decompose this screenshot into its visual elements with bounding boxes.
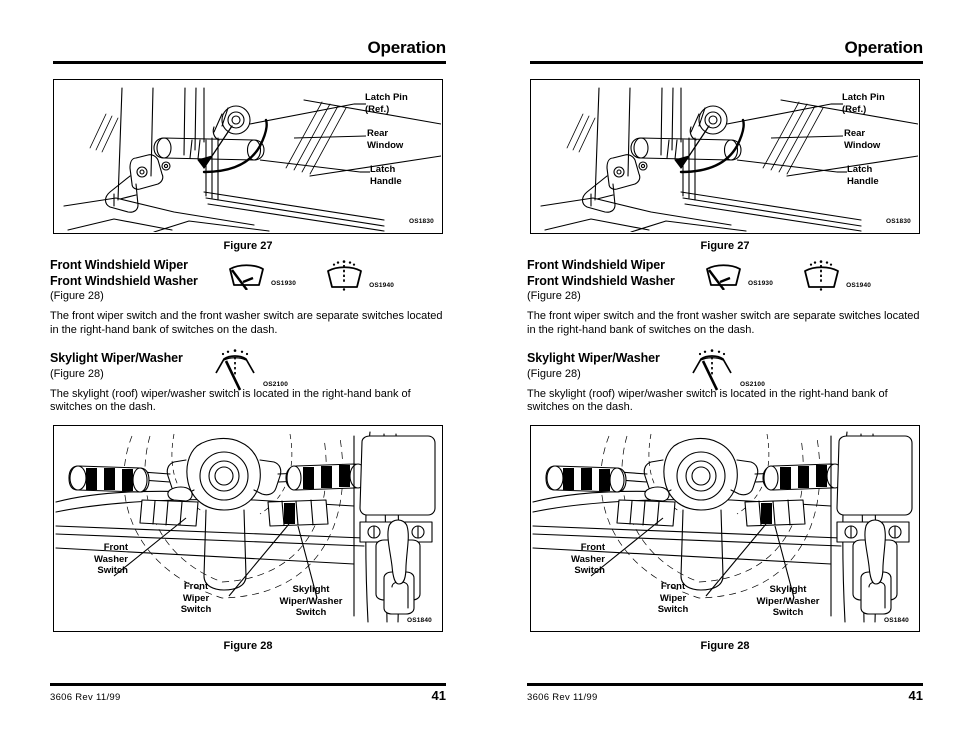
callout-front-washer-switch: Front Washer Switch [94, 542, 128, 576]
figure-27-code: OS1830 [408, 218, 434, 225]
header-divider [53, 61, 446, 64]
wiper-symbol [229, 264, 264, 290]
skylight-wiper-washer-symbol [215, 349, 255, 391]
figure-28-caption: Figure 28 [700, 640, 750, 652]
page-footer: 3606 Rev 11/99 41 [527, 683, 923, 703]
body-content: Front Windshield Wiper Front Windshield … [50, 258, 446, 415]
skylight-body-text: The skylight (roof) wiper/washer switch … [50, 387, 411, 414]
page-footer: 3606 Rev 11/99 41 [50, 683, 446, 703]
document-id: 3606 Rev 11/99 [50, 692, 121, 703]
callout-front-wiper-switch: Front Wiper Switch [657, 581, 689, 615]
skylight-symbols: OS2100 [210, 349, 288, 391]
page-number: 41 [431, 688, 446, 703]
wiper-symbol-code: OS1930 [271, 280, 297, 287]
skylight-symbol-item: OS2100 [210, 349, 288, 391]
document-id: 3606 Rev 11/99 [527, 692, 598, 703]
washer-symbol-code: OS1940 [369, 282, 395, 289]
skylight-symbol-code: OS2100 [263, 381, 289, 388]
callout-latch-handle: Latch Handle [847, 164, 879, 187]
callout-skylight-wiper-washer-switch: Skylight Wiper/Washer Switch [756, 584, 820, 618]
skylight-body-text: The skylight (roof) wiper/washer switch … [527, 387, 888, 414]
wiper-symbol-item: OS1930 [226, 260, 296, 290]
wiper-symbol [706, 264, 741, 290]
wiper-symbol-item: OS1930 [703, 260, 773, 290]
page-title: Operation [844, 38, 924, 57]
figure-28-code: OS1840 [406, 617, 432, 624]
figure-27-illustration: Latch Pin (Ref.) Rear Window Latch Handl… [53, 79, 443, 234]
windshield-heading-line1: Front Windshield Wiper [527, 258, 665, 272]
windshield-section: Front Windshield Wiper Front Windshield … [527, 258, 923, 337]
windshield-symbols: OS1930 [226, 260, 394, 292]
washer-symbol-item: OS1940 [324, 260, 394, 292]
figure-28-illustration: Front Washer Switch Front Wiper Switch S… [530, 425, 920, 632]
windshield-body-text: The front wiper switch and the front was… [527, 310, 920, 336]
page-title: Operation [367, 38, 447, 57]
callout-latch-pin: Latch Pin (Ref.) [365, 92, 408, 115]
windshield-heading-line2: Front Windshield Washer [527, 273, 675, 288]
callout-skylight-wiper-washer-switch: Skylight Wiper/Washer Switch [279, 584, 343, 618]
windshield-section: Front Windshield Wiper Front Windshield … [50, 258, 446, 337]
skylight-figure-ref: (Figure 28) [50, 367, 104, 380]
windshield-figure-ref: (Figure 28) [50, 290, 104, 302]
callout-latch-pin: Latch Pin (Ref.) [842, 92, 885, 115]
footer-divider [50, 683, 446, 686]
skylight-heading: Skylight Wiper/Washer [527, 351, 660, 365]
latch-assembly-drawing [63, 87, 441, 232]
washer-symbol-item: OS1940 [801, 260, 871, 292]
skylight-heading: Skylight Wiper/Washer [50, 351, 183, 365]
callout-rear-window: Rear Window [367, 128, 404, 151]
skylight-symbols: OS2100 [687, 349, 765, 391]
body-content: Front Windshield Wiper Front Windshield … [527, 258, 923, 415]
page-header: Operation [530, 38, 923, 64]
page-left: Operation [50, 38, 446, 703]
callout-latch-handle: Latch Handle [370, 164, 402, 187]
header-divider [530, 61, 923, 64]
latch-assembly-drawing [540, 87, 918, 232]
skylight-symbol-item: OS2100 [687, 349, 765, 391]
figure-27-illustration: Latch Pin (Ref.) Rear Window Latch Handl… [530, 79, 920, 234]
windshield-figure-ref: (Figure 28) [527, 290, 581, 302]
figure-27-caption: Figure 27 [223, 240, 273, 252]
dashboard-drawing [532, 431, 913, 623]
figure-28-caption: Figure 28 [223, 640, 273, 652]
page-right: Operation [477, 0, 954, 738]
skylight-wiper-washer-symbol [692, 349, 732, 391]
washer-symbol-code: OS1940 [846, 282, 872, 289]
wiper-symbol-code: OS1930 [748, 280, 774, 287]
skylight-symbol-code: OS2100 [740, 381, 766, 388]
skylight-section: Skylight Wiper/Washer (Figure 28) [527, 349, 923, 415]
page-header: Operation [53, 38, 446, 64]
callout-rear-window: Rear Window [844, 128, 881, 151]
dashboard-drawing [55, 431, 436, 623]
washer-symbol [327, 260, 362, 291]
windshield-body-text: The front wiper switch and the front was… [50, 310, 443, 336]
skylight-figure-ref: (Figure 28) [527, 367, 581, 380]
footer-divider [527, 683, 923, 686]
windshield-symbols: OS1930 [703, 260, 871, 292]
skylight-section: Skylight Wiper/Washer (Figure 28) [50, 349, 446, 415]
windshield-heading-line2: Front Windshield Washer [50, 273, 198, 288]
figure-28-illustration: Front Washer Switch Front Wiper Switch S… [53, 425, 443, 632]
figure-27-code: OS1830 [885, 218, 911, 225]
callout-front-wiper-switch: Front Wiper Switch [180, 581, 212, 615]
callout-front-washer-switch: Front Washer Switch [571, 542, 605, 576]
washer-symbol [804, 260, 839, 291]
page-number: 41 [908, 688, 923, 703]
windshield-heading-line1: Front Windshield Wiper [50, 258, 188, 272]
figure-27-caption: Figure 27 [700, 240, 750, 252]
figure-28-code: OS1840 [883, 617, 909, 624]
